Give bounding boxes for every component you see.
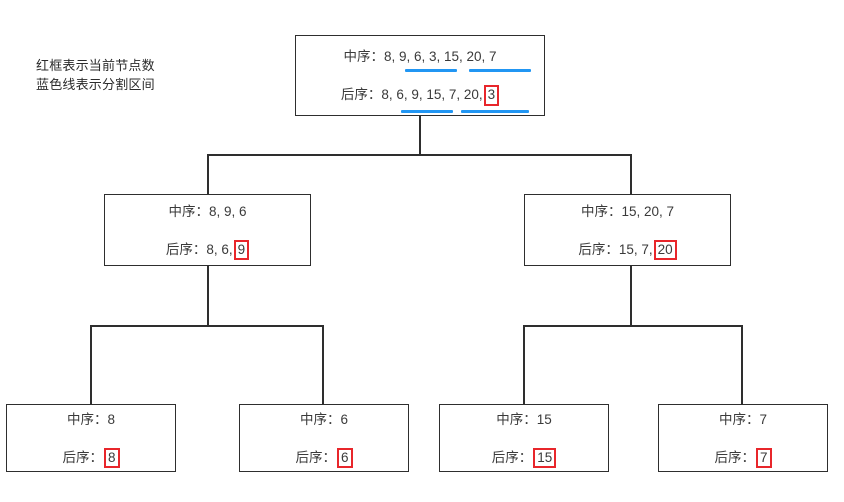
tree-node-leaf-6[interactable]: 中序： 6 后序： 6: [239, 404, 409, 472]
leaf1-inorder-row: 中序： 8: [67, 408, 115, 428]
connector-to-leaf1: [90, 325, 92, 405]
tree-node-right-subtree[interactable]: 中序： 15, 20, 7 后序： 15, 7, 20: [524, 194, 731, 266]
connector-to-right-child: [630, 154, 632, 195]
left-postorder-sequence: 8, 6,: [206, 241, 233, 257]
inorder-label: 中序：: [496, 411, 537, 427]
right-inorder-row: 中序： 15, 20, 7: [581, 200, 674, 220]
legend-line-red-box: 红框表示当前节点数: [36, 58, 155, 73]
root-inorder-sequence: 8, 9, 6, 3, 15, 20, 7: [383, 49, 497, 65]
leaf1-node-value-highlight: 8: [103, 447, 120, 469]
legend: 红框表示当前节点数 蓝色线表示分割区间: [36, 56, 155, 94]
tree-node-root[interactable]: 中序： 8, 9, 6, 3, 15, 20, 7 后序： 8, 6, 9, 1…: [295, 35, 545, 116]
inorder-label: 中序：: [66, 411, 108, 427]
root-postorder-sequence: 8, 6, 9, 15, 7, 20,: [381, 87, 483, 103]
split-underline-right-inorder: [469, 69, 532, 73]
leaf3-inorder-sequence: 15: [536, 411, 552, 427]
connector-to-leaf4: [741, 325, 743, 405]
left-inorder-sequence: 8, 9, 6: [208, 203, 247, 219]
tree-node-leaf-7[interactable]: 中序： 7 后序： 7: [658, 404, 828, 472]
inorder-label: 中序：: [718, 411, 760, 427]
right-node-value-highlight: 20: [653, 239, 677, 261]
root-inorder-row: 中序： 8, 9, 6, 3, 15, 20, 7: [343, 45, 532, 73]
connector-to-leaf2: [322, 325, 324, 405]
inorder-label: 中序：: [168, 203, 209, 219]
split-underline-left-inorder: [405, 69, 458, 73]
legend-line-blue-underline: 蓝色线表示分割区间: [36, 77, 155, 92]
connector-to-leaf3: [523, 325, 525, 405]
tree-node-left-subtree[interactable]: 中序： 8, 9, 6 后序： 8, 6, 9: [104, 194, 311, 266]
left-inorder-row: 中序： 8, 9, 6: [168, 200, 246, 220]
leaf3-inorder-row: 中序： 15: [496, 408, 552, 428]
leaf4-node-value-highlight: 7: [755, 447, 772, 469]
leaf2-postorder-row: 后序： 6: [295, 446, 353, 469]
leaf4-postorder-row: 后序： 7: [714, 446, 772, 469]
right-postorder-sequence: 15, 7,: [618, 241, 653, 257]
postorder-label: 后序：: [165, 241, 207, 257]
postorder-label: 后序：: [62, 449, 103, 465]
connector-to-left-child: [207, 154, 209, 195]
leaf3-postorder-row: 后序： 15: [492, 446, 557, 469]
inorder-label: 中序：: [343, 49, 384, 65]
postorder-label: 后序：: [714, 449, 755, 465]
postorder-label: 后序：: [295, 449, 336, 465]
postorder-label: 后序：: [491, 449, 533, 465]
leaf1-postorder-row: 后序： 8: [62, 446, 120, 469]
leaf2-node-value-highlight: 6: [336, 447, 353, 469]
leaf2-inorder-sequence: 6: [340, 411, 348, 427]
leaf1-inorder-sequence: 8: [107, 411, 115, 427]
connector-left-stem: [207, 266, 209, 326]
split-underline-left-postorder: [400, 109, 453, 113]
leaf3-node-value-highlight: 15: [533, 447, 557, 469]
connector-level3-left-bus: [90, 325, 324, 327]
postorder-label: 后序：: [578, 241, 619, 257]
connector-right-stem: [630, 266, 632, 326]
left-postorder-row: 后序： 8, 6, 9: [165, 238, 250, 261]
root-node-value-highlight: 3: [483, 85, 500, 106]
connector-level3-right-bus: [523, 325, 743, 327]
connector-level2-bus: [207, 154, 632, 156]
connector-root-stem: [419, 116, 421, 155]
inorder-label: 中序：: [299, 411, 341, 427]
leaf4-inorder-row: 中序： 7: [719, 408, 767, 428]
tree-node-leaf-8[interactable]: 中序： 8 后序： 8: [6, 404, 176, 472]
left-node-value-highlight: 9: [233, 239, 250, 261]
root-postorder-row: 后序： 8, 6, 9, 15, 7, 20, 3: [340, 83, 529, 113]
leaf4-inorder-sequence: 7: [759, 411, 767, 427]
inorder-label: 中序：: [580, 203, 622, 219]
postorder-label: 后序：: [340, 87, 382, 103]
right-inorder-sequence: 15, 20, 7: [621, 203, 675, 219]
split-underline-right-postorder: [460, 109, 529, 113]
right-postorder-row: 后序： 15, 7, 20: [578, 238, 677, 261]
tree-node-leaf-15[interactable]: 中序： 15 后序： 15: [439, 404, 609, 472]
leaf2-inorder-row: 中序： 6: [300, 408, 348, 428]
